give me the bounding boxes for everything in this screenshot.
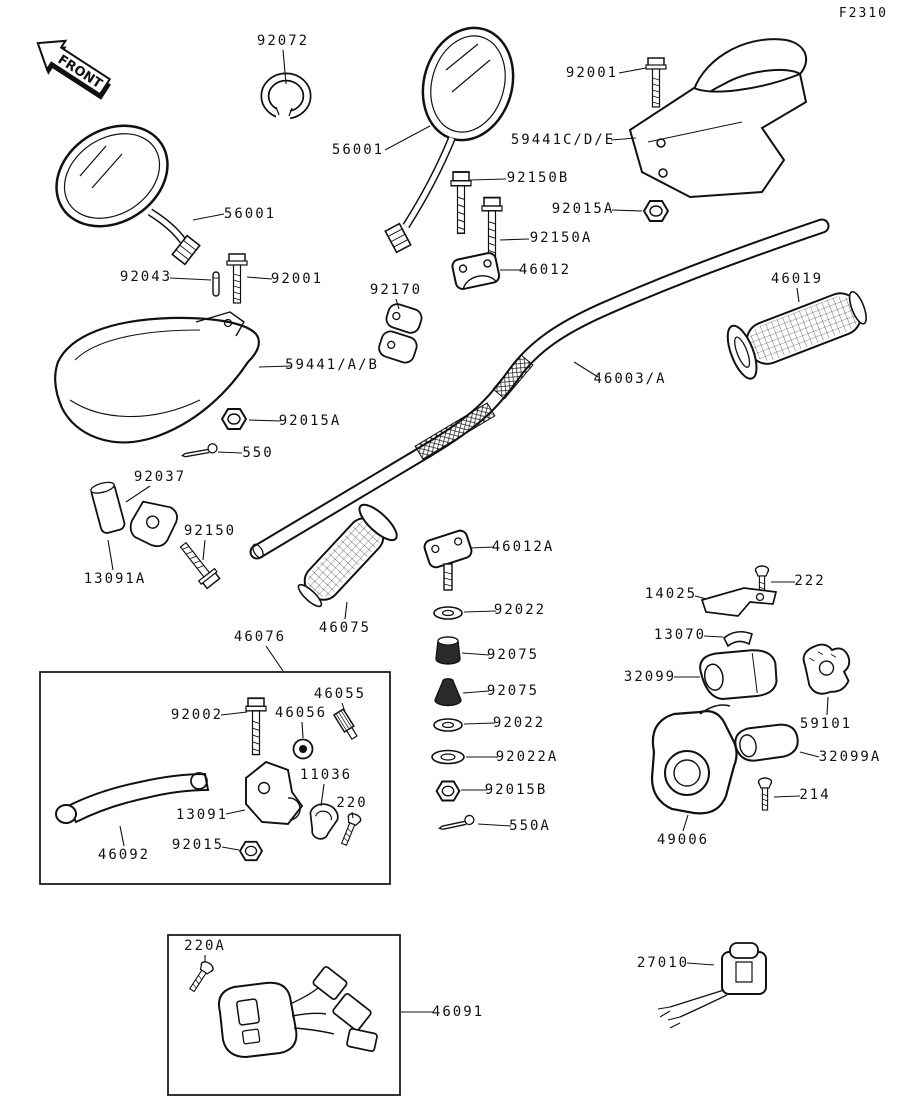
leader-92015a (248, 419, 282, 422)
leader-550a (477, 823, 512, 827)
leader-92002 (220, 711, 248, 716)
leader-92022 (463, 610, 497, 613)
clip-13070 (723, 630, 753, 648)
adjuster-46055 (332, 708, 358, 740)
leader-46075 (344, 601, 348, 620)
leader-220 (351, 811, 354, 819)
leader-92150b (469, 178, 507, 181)
mirror-center (384, 26, 515, 254)
guard-59441cde (628, 38, 808, 199)
leader-59101 (826, 696, 829, 716)
clamp-46012a (423, 529, 473, 591)
leader-56001 (192, 213, 225, 221)
pin-92043 (212, 271, 220, 297)
clamp-11036 (309, 803, 339, 840)
leader-92001 (246, 276, 273, 280)
bracket-14025 (700, 587, 778, 617)
leader-13070 (703, 635, 724, 638)
leader-550 (217, 451, 243, 454)
leader-59441-a-b (258, 365, 292, 368)
clamp-59101 (802, 643, 851, 695)
leader-46056 (301, 721, 304, 739)
figure-code: F2310 (838, 6, 888, 21)
leader-13091 (225, 809, 246, 815)
leader-92022 (463, 722, 496, 725)
leader-13091a (107, 539, 114, 571)
leader-92015 (221, 846, 240, 851)
leader-46003-a (573, 361, 599, 378)
switch-27010 (657, 942, 767, 1029)
guard-59441ab (54, 311, 260, 444)
leader-92043 (169, 277, 212, 281)
leader-59441c-d-e (610, 137, 637, 141)
clamp-92170 (378, 303, 423, 364)
assembly-box-46091 (167, 934, 401, 1096)
leader-56001 (384, 125, 431, 151)
leader-92075 (462, 690, 490, 694)
clamp-46012 (451, 252, 501, 290)
housing-32099 (699, 649, 778, 700)
leader-92150a (499, 238, 530, 241)
leader-92001 (618, 67, 647, 74)
leader-14025 (694, 595, 708, 600)
leader-46092 (119, 825, 125, 847)
leader-49006 (682, 814, 689, 832)
leader-92072 (282, 49, 287, 85)
holder-92072 (260, 72, 312, 120)
switch-assembly-46091 (218, 966, 378, 1059)
leader-46012a (469, 546, 495, 549)
leader-46076 (265, 645, 284, 672)
grip-46075 (297, 503, 398, 608)
clamp-92037 (90, 481, 178, 548)
leader-32099a (799, 751, 820, 758)
handlebar-46003 (249, 218, 830, 560)
collar-46056 (292, 738, 314, 760)
assembly-box-46076 (39, 671, 391, 885)
leader-46055 (341, 702, 346, 713)
leader-92015a (611, 209, 643, 212)
brake-lever-46092 (55, 772, 210, 824)
leader-92037 (125, 485, 151, 503)
housing-32099a (734, 723, 799, 762)
leader-92170 (395, 298, 400, 310)
damper-92075-a (435, 636, 461, 665)
leader-214 (773, 795, 801, 798)
damper-92075-b (434, 678, 462, 707)
grip-46019 (726, 290, 867, 380)
leader-92150 (202, 539, 206, 561)
leader-46019 (796, 287, 800, 303)
leader-27010 (686, 962, 715, 966)
leader-92075 (461, 652, 490, 656)
lever-holder-13091 (245, 760, 304, 825)
washer-92022a (431, 749, 465, 765)
leader-11036 (320, 783, 325, 807)
mirror-left (55, 124, 201, 266)
throttle-housing-49006 (650, 704, 738, 815)
